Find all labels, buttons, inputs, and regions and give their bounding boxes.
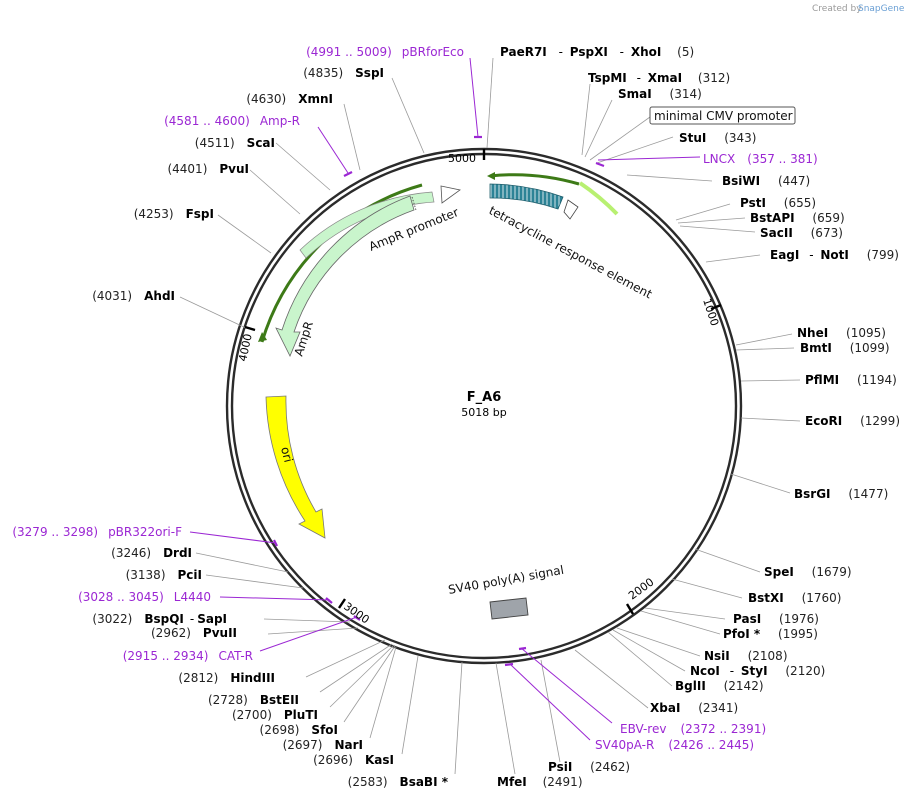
enzyme-label-psti[interactable]: PstI (655) bbox=[740, 196, 816, 210]
primer-label-pbrforeco[interactable]: (4991 .. 5009)pBRforEco bbox=[306, 45, 464, 59]
tick-label-5000: 5000 bbox=[448, 152, 476, 165]
enzyme-label-bstapi[interactable]: BstAPI (659) bbox=[750, 211, 845, 225]
enzyme-label-drdi[interactable]: (3246)DrdI bbox=[111, 546, 192, 560]
primer-label-cat-r[interactable]: (2915 .. 2934)CAT-R bbox=[123, 649, 253, 663]
enzyme-label-smai[interactable]: SmaI (314) bbox=[618, 87, 702, 101]
enzyme-label-nsii[interactable]: NsiI (2108) bbox=[704, 649, 788, 663]
enzyme-label-pasi[interactable]: PasI (1976) bbox=[733, 612, 819, 626]
sv40pa-block bbox=[489, 597, 529, 620]
enzyme-label-psii[interactable]: PsiI (2462) bbox=[548, 760, 630, 774]
enzyme-label-tspmi[interactable]: TspMI - XmaI (312) bbox=[588, 71, 730, 85]
label-cmv: minimal CMV promoter bbox=[654, 109, 793, 123]
enzyme-label-kasi[interactable]: (2696)KasI bbox=[313, 753, 394, 767]
label-sv40pa: SV40 poly(A) signal bbox=[447, 563, 565, 597]
primer-label-amp-r[interactable]: (4581 .. 4600)Amp-R bbox=[164, 114, 300, 128]
enzyme-label-ecori[interactable]: EcoRI (1299) bbox=[805, 414, 900, 428]
enzyme-label-pflmi[interactable]: PflMI (1194) bbox=[805, 373, 897, 387]
enzyme-label-sacii[interactable]: SacII (673) bbox=[760, 226, 843, 240]
tick-label-4000: 4000 bbox=[236, 333, 255, 363]
left-enzyme-labels: (4835)SspI (4630)XmnI (4511)ScaI (4401)P… bbox=[92, 66, 582, 789]
tre-open-arrow bbox=[563, 199, 579, 220]
enzyme-label-ncoi[interactable]: NcoI - StyI (2120) bbox=[690, 664, 825, 678]
primer-mark-l4440 bbox=[325, 597, 333, 604]
primer-mark-amp-r bbox=[343, 171, 353, 177]
cmv-label-box bbox=[649, 106, 796, 125]
enzyme-label-pcii[interactable]: (3138)PciI bbox=[126, 568, 202, 582]
primer-mark-pbr322ori-f bbox=[273, 539, 278, 547]
enzyme-label-sfoi[interactable]: (2698)SfoI bbox=[260, 723, 338, 737]
enzyme-label-bglii[interactable]: BglII (2142) bbox=[675, 679, 764, 693]
enzyme-label-ahdi[interactable]: (4031)AhdI bbox=[92, 289, 175, 303]
label-ori: ori bbox=[278, 445, 295, 464]
primer-label-sv40pa-r[interactable]: SV40pA-R(2426 .. 2445) bbox=[595, 738, 754, 752]
enzyme-label-nhei[interactable]: NheI (1095) bbox=[797, 326, 886, 340]
enzyme-label-xbai[interactable]: XbaI (2341) bbox=[650, 701, 738, 715]
primer-label-l4440[interactable]: (3028 .. 3045)L4440 bbox=[78, 590, 211, 604]
enzyme-label-paer7i[interactable]: PaeR7I - PspXI - XhoI (5) bbox=[500, 45, 694, 59]
primer-marks bbox=[273, 135, 605, 667]
enzyme-label-bmti[interactable]: BmtI (1099) bbox=[800, 341, 890, 355]
enzyme-label-bsiwi[interactable]: BsiWI (447) bbox=[722, 174, 810, 188]
enzyme-label-fspi[interactable]: (4253)FspI bbox=[134, 207, 214, 221]
enzyme-label-bspqi[interactable]: (3022)BspQI-SapI bbox=[92, 612, 227, 626]
tick-label-2000: 2000 bbox=[626, 575, 656, 602]
leader-lines bbox=[179, 57, 801, 775]
ampr-arrow bbox=[275, 195, 415, 357]
tre-outer-arc bbox=[489, 173, 580, 186]
enzyme-label-pvui[interactable]: (4401)PvuI bbox=[167, 162, 249, 176]
cmv-green-highlight bbox=[578, 181, 619, 216]
primer-label-pbr322ori-f[interactable]: (3279 .. 3298)pBR322ori-F bbox=[12, 525, 182, 539]
enzyme-label-stui[interactable]: StuI (343) bbox=[679, 131, 757, 145]
enzyme-label-scai[interactable]: (4511)ScaI bbox=[195, 136, 275, 150]
primer-lines bbox=[189, 57, 701, 741]
enzyme-label-mfei[interactable]: MfeI (2491) bbox=[497, 775, 583, 789]
plasmid-name: F_A6 bbox=[467, 390, 502, 405]
ori-arrow bbox=[265, 395, 326, 539]
tre-outer-arrowhead bbox=[487, 172, 495, 180]
enzyme-label-nari[interactable]: (2697)NarI bbox=[283, 738, 363, 752]
primer-label-ebv-rev[interactable]: EBV-rev(2372 .. 2391) bbox=[620, 722, 766, 736]
enzyme-label-pfoi[interactable]: PfoI * (1995) bbox=[723, 627, 818, 641]
tre-block bbox=[489, 183, 564, 210]
primer-mark-lncx bbox=[595, 161, 605, 168]
enzyme-label-bsteii[interactable]: (2728)BstEII bbox=[208, 693, 299, 707]
primer-labels: (4991 .. 5009)pBRforEco LNCX(357 .. 381)… bbox=[12, 45, 817, 752]
credit-brand: SnapGene bbox=[858, 4, 905, 14]
enzyme-label-eagi[interactable]: EagI - NotI (799) bbox=[770, 248, 899, 262]
ring-ticks bbox=[244, 149, 722, 615]
enzyme-label-bstxi[interactable]: BstXI (1760) bbox=[748, 591, 841, 605]
right-enzyme-labels: PaeR7I - PspXI - XhoI (5) TspMI - XmaI (… bbox=[500, 45, 900, 774]
primer-mark-ebv-rev bbox=[518, 646, 527, 651]
enzyme-label-hindiii[interactable]: (2812)HindIII bbox=[178, 671, 275, 685]
enzyme-label-bsrgi[interactable]: BsrGI (1477) bbox=[794, 487, 888, 501]
ampr-promoter-arrowhead bbox=[440, 185, 461, 204]
enzyme-label-sspi[interactable]: (4835)SspI bbox=[303, 66, 384, 80]
enzyme-label-spei[interactable]: SpeI (1679) bbox=[764, 565, 852, 579]
enzyme-label-pvuii[interactable]: (2962)PvuII bbox=[151, 626, 237, 640]
primer-label-lncx[interactable]: LNCX(357 .. 381) bbox=[703, 152, 818, 166]
plasmid-length: 5018 bp bbox=[461, 406, 506, 419]
primer-mark-cat-r bbox=[353, 615, 361, 621]
enzyme-label-xmni[interactable]: (4630)XmnI bbox=[246, 92, 333, 106]
ampr-split-mark bbox=[411, 196, 417, 211]
enzyme-label-pluti[interactable]: (2700)PluTI bbox=[232, 708, 318, 722]
primer-mark-sv40pa-r bbox=[504, 662, 514, 667]
ampr-outer-arrowhead bbox=[258, 332, 267, 342]
enzyme-label-bsabi[interactable]: (2583)BsaBI * bbox=[348, 775, 449, 789]
credit-prefix: Created by bbox=[812, 4, 862, 14]
